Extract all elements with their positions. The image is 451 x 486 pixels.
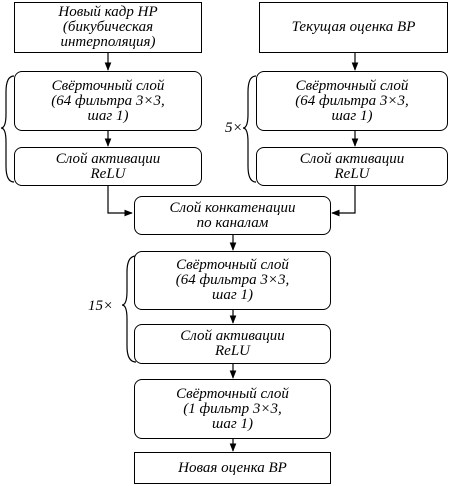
concat-line-1: Слой конкатенации — [169, 199, 296, 216]
output-box: Новая оценка ВР — [134, 452, 331, 484]
lr-frame-box: Новый кадр НР (бикубическая интерполяция… — [14, 2, 202, 53]
left-conv-line-3: шаг 1) — [87, 107, 129, 124]
brace-trunk — [121, 255, 137, 363]
left-relu-line-1: Слой активации — [55, 150, 161, 167]
final-conv-box: Свёрточный слой (1 фильтр 3×3, шаг 1) — [134, 379, 331, 439]
right-relu-box: Слой активации ReLU — [256, 147, 448, 186]
right-conv-line-1: Свёрточный слой — [295, 77, 409, 94]
left-relu-box: Слой активации ReLU — [14, 147, 202, 186]
lr-frame-line-1: Новый кадр НР — [58, 4, 158, 20]
left-conv-box: Свёрточный слой (64 фильтра 3×3, шаг 1) — [14, 71, 202, 131]
brace-left — [0, 75, 15, 183]
arrow-left-relu-to-concat — [107, 186, 133, 217]
right-relu-line-1: Слой активации — [299, 150, 405, 167]
right-conv-box: Свёрточный слой (64 фильтра 3×3, шаг 1) — [256, 71, 448, 131]
trunk-relu-line-2: ReLU — [215, 343, 250, 359]
left-conv-line-2: (64 фильтра 3×3, — [51, 92, 165, 109]
final-conv-line-3: шаг 1) — [212, 415, 253, 432]
right-multiplier: 5× — [225, 120, 243, 136]
brace-right — [242, 75, 257, 183]
left-relu-line-2: ReLU — [90, 165, 126, 182]
trunk-relu-line-1: Слой активации — [180, 328, 285, 344]
trunk-conv-line-1: Свёрточный слой — [176, 257, 289, 273]
trunk-relu-box: Слой активации ReLU — [134, 324, 331, 364]
trunk-multiplier: 15× — [88, 298, 114, 314]
trunk-conv-line-2: (64 фильтра 3×3, — [175, 272, 290, 288]
arrow-right-relu-to-concat — [331, 186, 356, 217]
trunk-conv-box: Свёрточный слой (64 фильтра 3×3, шаг 1) — [134, 251, 331, 310]
final-conv-line-1: Свёрточный слой — [176, 385, 289, 402]
left-conv-line-1: Свёрточный слой — [51, 77, 165, 94]
concat-line-2: по каналам — [196, 214, 269, 231]
right-conv-line-3: шаг 1) — [331, 107, 373, 124]
lr-frame-line-2: (бикубическая — [62, 19, 154, 35]
lr-frame-line-3: интерполяция) — [60, 34, 156, 50]
trunk-conv-line-3: шаг 1) — [212, 287, 253, 303]
right-relu-line-2: ReLU — [334, 165, 370, 182]
output-label: Новая оценка ВР — [178, 459, 287, 476]
final-conv-line-2: (1 фильтр 3×3, — [183, 400, 282, 417]
hr-estimate-label: Текущая оценка ВР — [291, 19, 416, 35]
right-conv-line-2: (64 фильтра 3×3, — [295, 92, 409, 109]
hr-estimate-box: Текущая оценка ВР — [259, 2, 448, 53]
concat-box: Слой конкатенации по каналам — [134, 196, 331, 235]
